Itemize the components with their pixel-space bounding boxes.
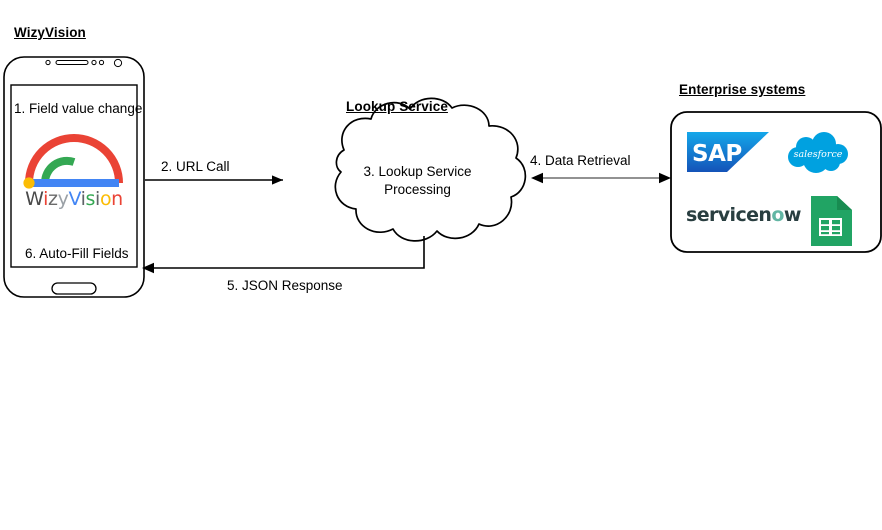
sap-logo-shape: [687, 132, 769, 172]
salesforce-logo-text: salesforce: [794, 149, 843, 160]
arrow-url-call: [145, 175, 283, 185]
step-label-lookup-processing: 3. Lookup Service Processing: [330, 163, 505, 199]
wizyvision-logo: WizyVision: [18, 130, 130, 220]
logo-arc-green: [40, 156, 76, 184]
salesforce-cloud-shape: [788, 132, 848, 173]
phone-camera-icon: [113, 58, 123, 68]
cloud-text-line-2: Processing: [384, 182, 451, 197]
step-label-json-response: 5. JSON Response: [227, 278, 343, 293]
servicenow-text-part1: servicen: [686, 204, 772, 226]
logo-letter-8: o: [99, 188, 112, 210]
logo-letter-3: y: [57, 188, 69, 210]
step-label-data-retrieval: 4. Data Retrieval: [530, 153, 631, 168]
header-wizyvision: WizyVision: [14, 25, 86, 40]
servicenow-text-part2: w: [783, 204, 802, 226]
arrow-json-response: [142, 236, 425, 274]
step-label-field-value-change: 1. Field value change: [14, 101, 143, 116]
cloud-shape: [334, 97, 527, 242]
header-enterprise-systems: Enterprise systems: [679, 82, 806, 97]
step-label-url-call: 2. URL Call: [161, 159, 230, 174]
logo-letter-1: i: [43, 188, 49, 210]
phone-sensor-left-icon: [45, 59, 51, 66]
cloud-text-line-1: 3. Lookup Service: [363, 164, 472, 179]
logo-letter-7: i: [95, 188, 100, 210]
wizyvision-logo-mark-icon: [23, 134, 123, 189]
logo-dot-yellow: [23, 177, 35, 189]
header-lookup-service: Lookup Service: [346, 99, 448, 114]
servicenow-logo-icon: servicenow: [686, 203, 801, 227]
logo-arc-red: [25, 134, 123, 184]
sap-logo-text: SAP: [692, 141, 742, 167]
arrow-data-retrieval: [531, 172, 671, 184]
logo-letter-6: s: [85, 188, 96, 210]
wizyvision-logo-wordmark: WizyVision: [18, 186, 130, 212]
sheets-folded-corner: [837, 196, 852, 210]
phone-sensor-mid-icon: [91, 59, 97, 66]
logo-letter-0: W: [25, 188, 44, 210]
cloud-lookup-service: [334, 97, 527, 242]
logo-letter-5: i: [80, 188, 86, 210]
logo-bar-blue: [29, 179, 119, 187]
step-label-auto-fill-fields: 6. Auto-Fill Fields: [25, 246, 129, 261]
phone-sensor-mid2-icon: [98, 59, 105, 66]
phone-home-button[interactable]: [51, 282, 97, 295]
salesforce-logo-icon: salesforce: [788, 132, 848, 173]
servicenow-accent-o: o: [771, 204, 784, 226]
google-sheets-logo-icon: [811, 196, 852, 246]
logo-letter-9: n: [111, 188, 123, 210]
sheets-grid-icon: [819, 218, 842, 236]
logo-letter-4: V: [68, 188, 81, 210]
sap-logo-icon: SAP: [687, 132, 769, 172]
logo-letter-2: z: [48, 188, 58, 210]
phone-speaker-icon: [55, 60, 89, 65]
